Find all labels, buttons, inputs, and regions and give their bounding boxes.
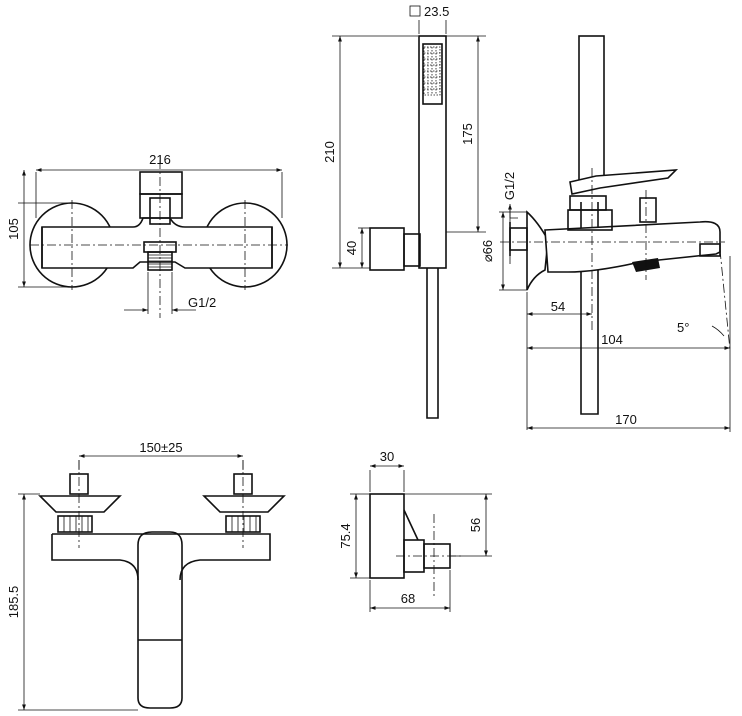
- hand-shower-view: 23.5 210 175 40: [322, 4, 486, 419]
- holder-depth-label: 68: [401, 591, 415, 606]
- wall-holder: [369, 227, 405, 271]
- front-connection-label: G1/2: [188, 295, 216, 310]
- mixer-body: [41, 217, 273, 269]
- side-connection-label: G1/2: [502, 172, 517, 200]
- right-eccentric: [202, 495, 286, 513]
- top-cartridge: [139, 171, 183, 195]
- top-centers-label: 150±25: [139, 440, 182, 455]
- holder-width-label: 30: [380, 449, 394, 464]
- side-body: [544, 220, 721, 273]
- side-view: G1/2 ⌀66 54 104 5° 170: [480, 35, 731, 432]
- shower-section-label: 23.5: [424, 4, 449, 19]
- shower-hose: [426, 268, 439, 419]
- top-view: 150±25 185.5: [6, 440, 286, 711]
- holder-outlet-height-label: 56: [468, 518, 483, 532]
- side-rosette-diameter-label: ⌀66: [480, 240, 495, 262]
- top-spout: [137, 531, 183, 709]
- front-view: 216 105 G1/2: [6, 152, 288, 318]
- shower-head-height-label: 175: [460, 123, 475, 145]
- side-spout-angle-label: 5°: [677, 320, 689, 335]
- side-wall-to-axis-label: 54: [551, 299, 565, 314]
- side-lever: [569, 169, 679, 195]
- nozzle-grid: [423, 46, 441, 96]
- holder-detail: 30 75.4 56 68: [338, 449, 492, 612]
- front-width-label: 216: [149, 152, 171, 167]
- top-body: [51, 533, 271, 581]
- side-rosette: [526, 210, 549, 291]
- front-height-label: 105: [6, 218, 21, 240]
- side-hand-shower: [578, 35, 605, 187]
- hand-shower: [418, 35, 447, 269]
- holder-height-detail-label: 75.4: [338, 523, 353, 548]
- side-total-depth-label: 170: [615, 412, 637, 427]
- top-height-label: 185.5: [6, 586, 21, 619]
- holder-height-label: 40: [344, 241, 359, 255]
- left-eccentric: [38, 495, 122, 513]
- shower-total-height-label: 210: [322, 141, 337, 163]
- side-spout-axis-label: 104: [601, 332, 623, 347]
- holder-body: [369, 493, 405, 579]
- diverter-knob: [639, 197, 657, 223]
